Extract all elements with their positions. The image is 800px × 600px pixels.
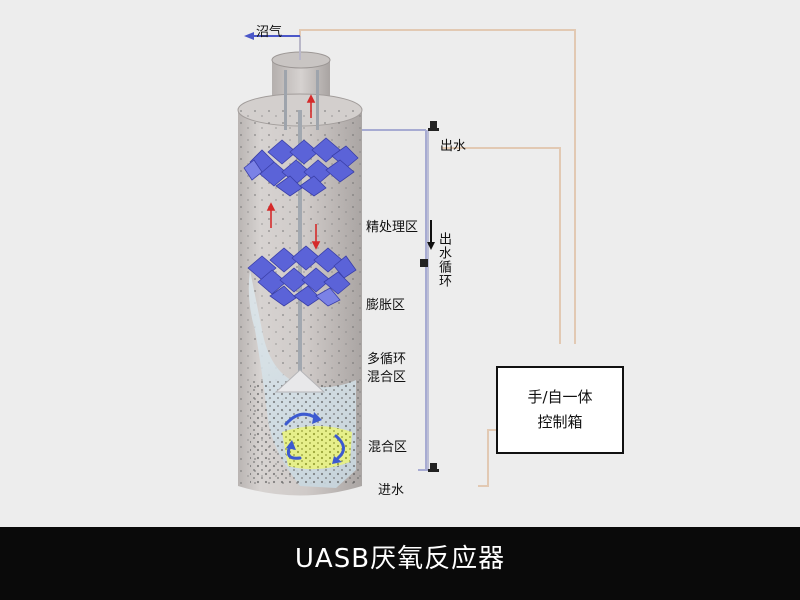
multi-circulation-label-line1: 多循环 [367,348,406,367]
biogas-label: 沼气 [256,21,282,40]
expansion-zone-label: 膨胀区 [366,294,405,313]
inlet-label: 进水 [378,479,404,498]
recirc-valve-icon [420,259,428,267]
mixing-zone-label: 混合区 [368,436,407,455]
polishing-zone-label: 精处理区 [366,216,418,235]
diagram-stage: 沼气 出水 精处理区 出水循环 膨胀区 多循环 混合区 混合区 进水 手/自一体… [0,0,800,527]
control-box: 手/自一体 控制箱 [496,366,624,454]
inlet-valve-icon [428,463,439,472]
control-box-line1: 手/自一体 [498,386,622,407]
outlet-label: 出水 [440,135,466,154]
caption-bar: UASB厌氧反应器 [0,527,800,600]
multi-circulation-label-line2: 混合区 [367,366,406,385]
caption-title: UASB厌氧反应器 [0,527,800,591]
control-box-line2: 控制箱 [498,411,622,432]
outlet-valve-icon [428,121,439,131]
outlet-recirculation-label: 出水循环 [436,232,450,288]
